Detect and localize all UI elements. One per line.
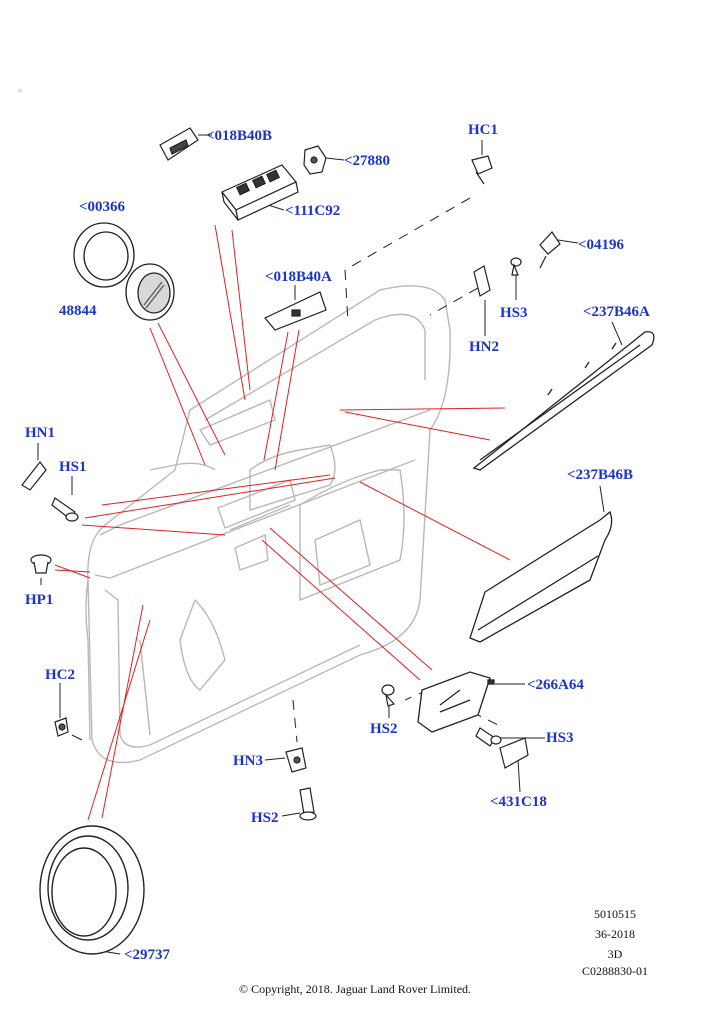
svg-text:▫: ▫ bbox=[18, 86, 22, 97]
label-hs3-bottom: HS3 bbox=[546, 730, 574, 746]
door-trim-panel bbox=[85, 285, 451, 764]
label-hs2-mid: HS2 bbox=[370, 721, 398, 737]
label-hc2: HC2 bbox=[45, 667, 75, 683]
clip-hc1 bbox=[471, 155, 493, 185]
screw-hs1 bbox=[51, 497, 79, 522]
cover-431c18 bbox=[499, 737, 529, 769]
copyright-notice: © Copyright, 2018. Jaguar Land Rover Lim… bbox=[238, 982, 472, 996]
label-266a64: <266A64 bbox=[527, 677, 584, 693]
label-018b40a: <018B40A bbox=[265, 269, 332, 285]
window-switch-pack-111c92 bbox=[221, 164, 299, 221]
label-48844: 48844 bbox=[59, 303, 97, 319]
screw-hs2-mid bbox=[381, 684, 396, 707]
switch-cover-018b40a bbox=[264, 291, 327, 331]
label-27880: <27880 bbox=[344, 153, 391, 169]
speaker-grille-48844 bbox=[125, 263, 175, 321]
screw-hs3-top bbox=[510, 257, 522, 276]
label-111c92: <111C92 bbox=[285, 203, 341, 219]
label-04196: <04196 bbox=[578, 237, 625, 253]
drawing-code: C0288830-01 bbox=[582, 964, 648, 978]
drawing-view: 3D bbox=[607, 947, 623, 961]
drawing-date: 36-2018 bbox=[595, 927, 635, 941]
label-29737: <29737 bbox=[124, 947, 171, 963]
label-431c18: <431C18 bbox=[490, 794, 547, 810]
label-hs2-bottom: HS2 bbox=[251, 810, 279, 826]
screw-hs3-bottom bbox=[475, 727, 502, 747]
clip-hc2 bbox=[54, 717, 69, 737]
screw-hs2-bottom bbox=[299, 787, 317, 821]
speaker-ring-00366 bbox=[73, 222, 135, 288]
label-hp1: HP1 bbox=[25, 592, 54, 608]
bracket-27880 bbox=[303, 145, 327, 175]
clip-hn1 bbox=[21, 461, 47, 491]
trim-strip-237b46a bbox=[472, 331, 655, 471]
black-leader-lines bbox=[37, 134, 623, 955]
label-hn3: HN3 bbox=[233, 753, 263, 769]
label-hn1: HN1 bbox=[25, 425, 55, 441]
label-hc1: HC1 bbox=[468, 122, 498, 138]
drawing-number: 5010515 bbox=[594, 907, 636, 921]
red-leader-lines bbox=[54, 224, 511, 821]
switch-bezel-018b40b bbox=[159, 127, 199, 161]
label-hs3-top: HS3 bbox=[500, 305, 528, 321]
door-handle-266a64 bbox=[417, 671, 495, 733]
nut-hn2 bbox=[473, 265, 491, 297]
nut-hn3 bbox=[285, 747, 307, 773]
label-00366: <00366 bbox=[79, 199, 126, 215]
label-237b46a: <237B46A bbox=[583, 304, 650, 320]
plug-hp1 bbox=[30, 554, 52, 574]
door-insert-237b46b bbox=[469, 510, 613, 643]
label-hs1: HS1 bbox=[59, 459, 87, 475]
label-hn2: HN2 bbox=[469, 339, 499, 355]
bracket-04196 bbox=[539, 231, 561, 269]
label-237b46b: <237B46B bbox=[567, 467, 634, 483]
speaker-seal-ring-29737 bbox=[39, 825, 145, 955]
label-018b40b: <018B40B bbox=[206, 128, 273, 144]
